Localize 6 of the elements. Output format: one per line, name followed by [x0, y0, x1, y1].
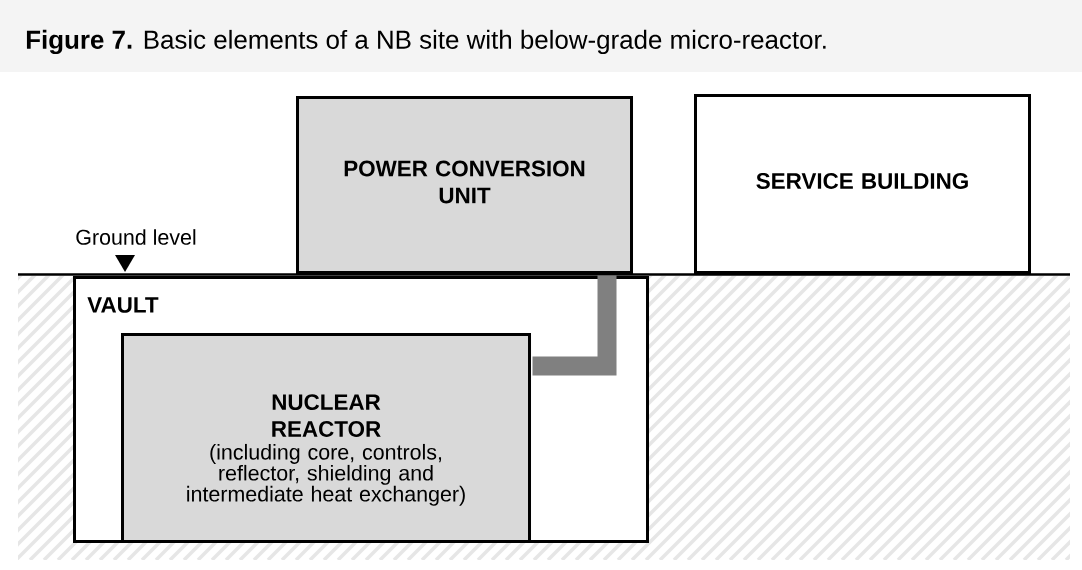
reactor-box: NUCLEAR REACTOR (including core, controls, reflector, shielding and intermediate heat exchanger) — [121, 333, 531, 543]
pipe — [532, 275, 617, 376]
power-conversion-box: POWER CONVERSION UNIT — [296, 96, 633, 274]
building-box: SERVICE BUILDING — [694, 94, 1031, 274]
ground-level-label: Ground level — [76, 229, 196, 245]
figure-title: Figure 7. Basic elements of a NB site with below-grade micro-reactor. — [26, 29, 826, 55]
